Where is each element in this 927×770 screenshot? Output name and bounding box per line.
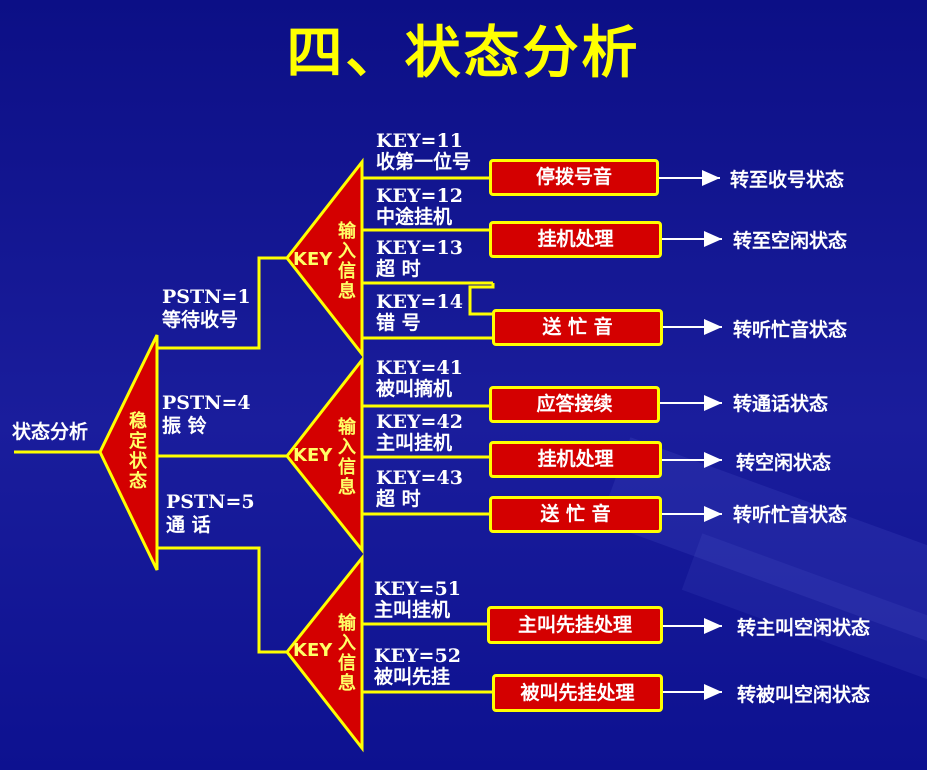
key-desc: 中途挂机 xyxy=(376,206,453,228)
result-text: 转听忙音状态 xyxy=(733,504,848,526)
key-code: KEY=51 xyxy=(374,578,461,600)
page-title: 四、状态分析 xyxy=(286,21,641,86)
result-text: 转听忙音状态 xyxy=(733,319,848,341)
action-box-callee-hangup-first: 被叫先挂处理 xyxy=(492,674,663,712)
result-text: 转至收号状态 xyxy=(730,169,845,191)
key-desc: 主叫挂机 xyxy=(376,432,453,454)
key-code: KEY=41 xyxy=(376,357,463,379)
key-code: KEY=14 xyxy=(376,291,463,313)
branch-pstn-4-code: PSTN=4 xyxy=(162,392,251,414)
input-info-label: 输入信息 xyxy=(338,613,356,694)
key-desc: 收第一位号 xyxy=(376,151,472,173)
key-code: KEY=42 xyxy=(376,411,463,433)
action-box-hangup-handling: 挂机处理 xyxy=(489,221,662,258)
action-box-busy-tone: 送 忙 音 xyxy=(489,496,662,533)
action-box-caller-hangup-first: 主叫先挂处理 xyxy=(487,606,663,644)
stable-state-triangle xyxy=(98,334,159,571)
key-code: KEY=43 xyxy=(376,467,463,489)
key-label: KEY xyxy=(293,640,333,661)
branch-pstn-5-code: PSTN=5 xyxy=(166,491,255,513)
action-box-hangup-handling: 挂机处理 xyxy=(489,441,662,478)
branch-pstn-5-desc: 通 话 xyxy=(166,514,211,536)
key-code: KEY=12 xyxy=(376,185,463,207)
key-desc: 错 号 xyxy=(376,312,421,334)
action-box-stop-dial-tone: 停拨号音 xyxy=(489,159,659,196)
input-info-label: 输入信息 xyxy=(338,417,356,498)
key-desc: 被叫先挂 xyxy=(374,666,451,688)
result-text: 转主叫空闲状态 xyxy=(737,617,871,639)
key-code: KEY=11 xyxy=(376,130,463,152)
key-desc: 主叫挂机 xyxy=(374,599,451,621)
branch-pstn-4-desc: 振 铃 xyxy=(162,415,207,437)
input-triangle xyxy=(285,355,364,555)
input-info-label: 输入信息 xyxy=(338,221,356,302)
result-text: 转空闲状态 xyxy=(736,452,832,474)
key-code: KEY=13 xyxy=(376,237,463,259)
key-label: KEY xyxy=(293,445,333,466)
key-desc: 超 时 xyxy=(376,488,421,510)
action-box-busy-tone: 送 忙 音 xyxy=(492,309,663,346)
root-label: 状态分析 xyxy=(12,421,89,443)
key-connector xyxy=(468,283,495,316)
branch-pstn-1-code: PSTN=1 xyxy=(162,286,251,308)
key-desc: 被叫摘机 xyxy=(376,378,453,400)
key-desc: 超 时 xyxy=(376,258,421,280)
branch-connector xyxy=(157,546,287,654)
action-box-answer-connect: 应答接续 xyxy=(489,386,660,423)
key-code: KEY=52 xyxy=(374,645,461,667)
stable-state-label: 稳定状态 xyxy=(129,411,147,492)
result-text: 转被叫空闲状态 xyxy=(737,684,871,706)
result-text: 转通话状态 xyxy=(733,393,829,415)
input-triangle xyxy=(285,157,364,359)
input-triangle xyxy=(285,553,364,753)
branch-pstn-1-desc: 等待收号 xyxy=(162,309,239,331)
result-text: 转至空闲状态 xyxy=(733,230,848,252)
key-label: KEY xyxy=(293,249,333,270)
